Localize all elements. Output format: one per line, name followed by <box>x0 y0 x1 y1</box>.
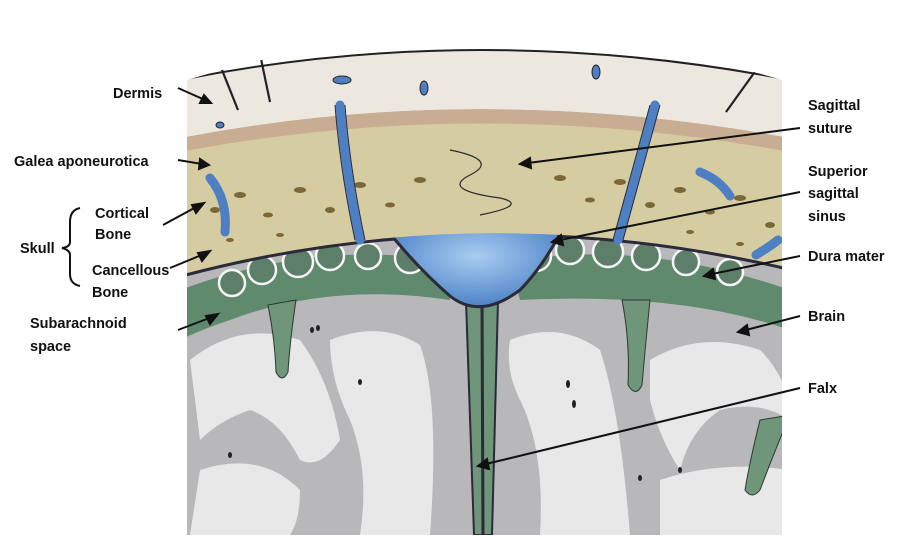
label-dermis: Dermis <box>113 86 162 102</box>
white-matter-right-3 <box>660 467 790 535</box>
label-galea-aponeurotica: Galea aponeurotica <box>14 154 150 170</box>
falx-center-line <box>482 300 483 535</box>
label-cancellous-line1: Cancellous <box>92 263 169 279</box>
label-cortical-line2: Bone <box>95 227 131 243</box>
label-sagittal-suture-line2: suture <box>808 121 852 137</box>
label-sagittal-suture-line1: Sagittal <box>808 98 860 114</box>
label-sss-line3: sinus <box>808 209 846 225</box>
label-sss-line2: sagittal <box>808 186 859 202</box>
label-brain: Brain <box>808 309 845 325</box>
label-falx: Falx <box>808 381 837 397</box>
illustration-layers <box>180 30 790 535</box>
label-skull: Skull <box>20 241 55 257</box>
label-subarachnoid-line1: Subarachnoid <box>30 316 127 332</box>
label-sss-line1: Superior <box>808 164 868 180</box>
label-dura-mater: Dura mater <box>808 249 885 265</box>
skull-brace <box>62 208 80 286</box>
label-cancellous-line2: Bone <box>92 285 128 301</box>
label-cortical-line1: Cortical <box>95 206 149 222</box>
label-subarachnoid-line2: space <box>30 339 71 355</box>
